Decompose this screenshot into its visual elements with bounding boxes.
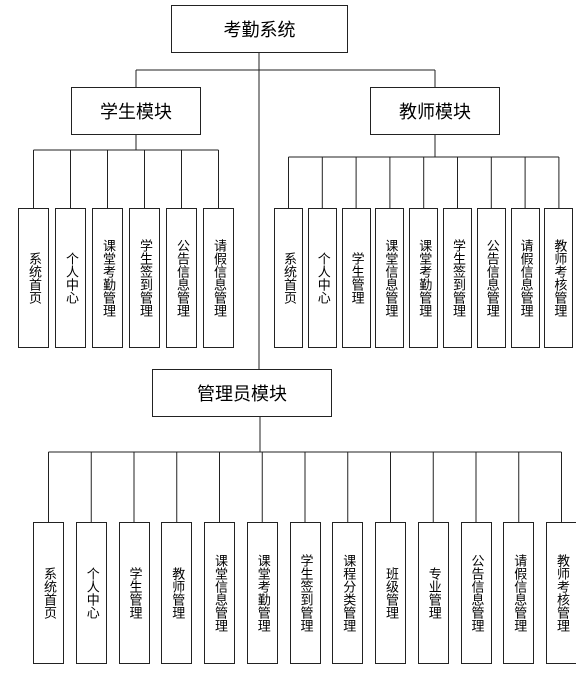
- admin-leaf-8: 班级管理: [375, 522, 406, 664]
- student-leaf-3: 学生签到管理: [129, 208, 160, 348]
- admin-leaf-4: 课堂信息管理: [204, 522, 235, 664]
- teacher-leaf-4: 课堂考勤管理: [409, 208, 439, 348]
- teacher-leaf-1: 个人中心: [307, 208, 337, 348]
- admin-leaf-2: 学生管理: [118, 522, 150, 664]
- admin-leaf-12: 教师考核管理: [546, 522, 576, 664]
- module-label-teacher: 教师模块: [399, 102, 471, 123]
- admin-leaf-10: 公告信息管理: [460, 522, 492, 664]
- module-label-student: 学生模块: [100, 102, 172, 123]
- admin-leaf-0: 系统首页: [33, 522, 64, 664]
- module-label-admin: 管理员模块: [197, 384, 287, 405]
- admin-leaf-9: 专业管理: [417, 522, 449, 664]
- root-label: 考勤系统: [223, 20, 296, 41]
- admin-leaf-1: 个人中心: [75, 522, 107, 664]
- admin-leaf-6: 学生签到管理: [289, 522, 321, 664]
- student-leaf-2: 课堂考勤管理: [92, 208, 123, 348]
- teacher-leaf-6: 公告信息管理: [476, 208, 506, 348]
- module-node-admin: 管理员模块: [152, 369, 332, 417]
- student-leaf-4: 公告信息管理: [166, 208, 197, 348]
- student-leaf-1: 个人中心: [55, 208, 86, 348]
- student-leaf-0: 系统首页: [18, 208, 49, 348]
- admin-leaf-3: 教师管理: [161, 522, 193, 664]
- teacher-leaf-0: 系统首页: [274, 208, 303, 348]
- admin-leaf-11: 请假信息管理: [503, 522, 535, 664]
- teacher-leaf-2: 学生管理: [341, 208, 371, 348]
- root-node: 考勤系统: [171, 5, 348, 53]
- teacher-leaf-7: 请假信息管理: [510, 208, 540, 348]
- student-leaf-5: 请假信息管理: [203, 208, 234, 348]
- module-node-teacher: 教师模块: [370, 87, 500, 135]
- teacher-leaf-8: 教师考核管理: [544, 208, 574, 348]
- admin-leaf-5: 课堂考勤管理: [246, 522, 278, 664]
- admin-leaf-7: 课程分类管理: [332, 522, 364, 664]
- module-node-student: 学生模块: [71, 87, 201, 135]
- teacher-leaf-3: 课堂信息管理: [375, 208, 405, 348]
- teacher-leaf-5: 学生签到管理: [443, 208, 472, 348]
